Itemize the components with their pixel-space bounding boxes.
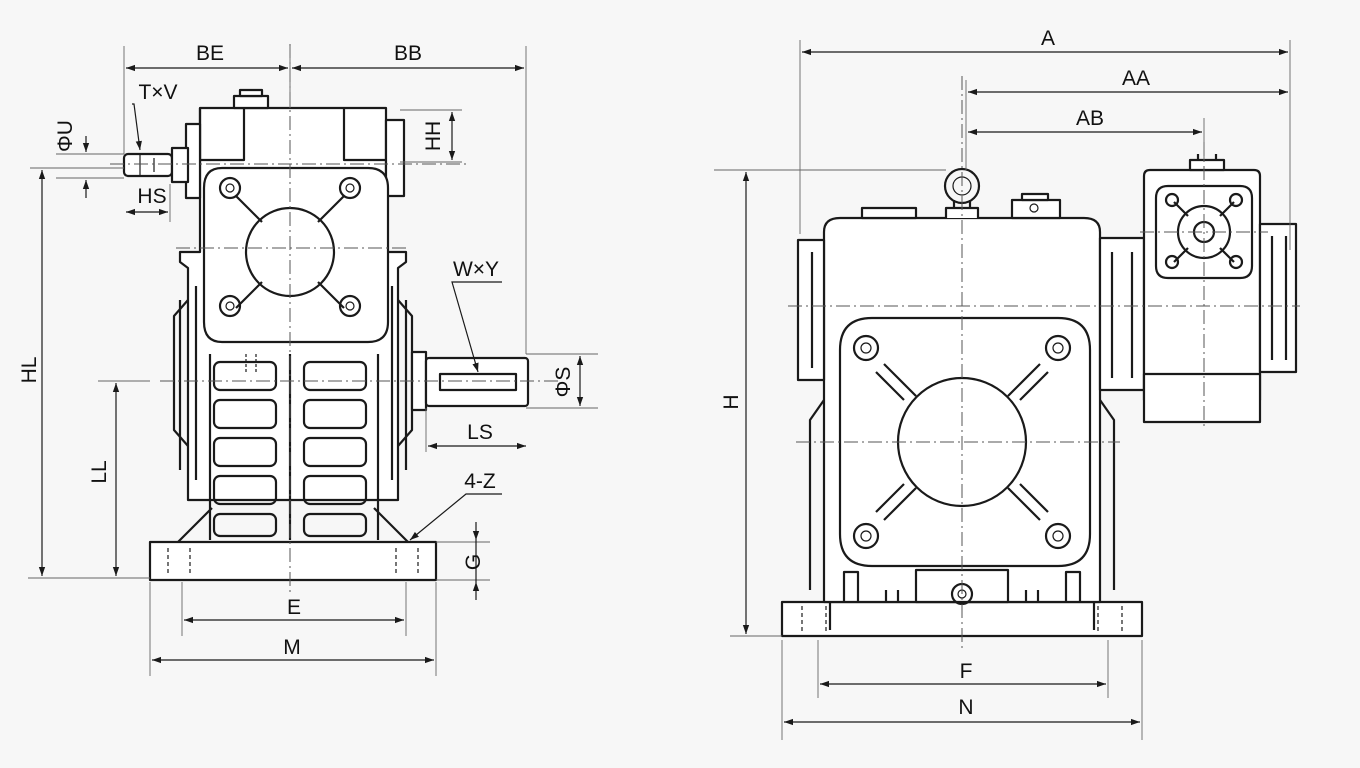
label-ll: LL — [88, 460, 111, 483]
top-vent-plug — [232, 94, 270, 110]
input-shaft — [122, 152, 174, 178]
label-hs: HS — [137, 185, 166, 208]
label-hh: HH — [422, 121, 445, 151]
label-txv: T×V — [138, 81, 177, 104]
label-4z: 4-Z — [464, 470, 496, 493]
label-phi-u: ΦU — [54, 120, 77, 152]
label-g: G — [462, 554, 485, 570]
label-hl: HL — [18, 357, 41, 384]
label-aa: AA — [1122, 67, 1150, 90]
label-f: F — [960, 660, 973, 683]
label-a: A — [1041, 27, 1055, 50]
front-view: A AA AB F N H — [714, 27, 1300, 740]
side-view: BE BB T×V HS W×Y LS 4-Z E M ΦU HH HL LL … — [18, 42, 598, 676]
label-e: E — [287, 596, 301, 619]
label-be: BE — [196, 42, 224, 65]
leader-txv — [132, 103, 142, 151]
base-plate — [148, 540, 438, 582]
label-m: M — [283, 636, 301, 659]
label-bb: BB — [394, 42, 422, 65]
label-ls: LS — [467, 421, 493, 444]
label-phi-s: ΦS — [552, 367, 575, 398]
label-wxy: W×Y — [453, 258, 499, 281]
label-n: N — [958, 696, 973, 719]
label-h: H — [720, 394, 743, 409]
leader-wxy — [451, 281, 502, 373]
cooling-fins — [212, 360, 368, 538]
label-ab: AB — [1076, 107, 1104, 130]
leader-4z — [409, 493, 502, 541]
